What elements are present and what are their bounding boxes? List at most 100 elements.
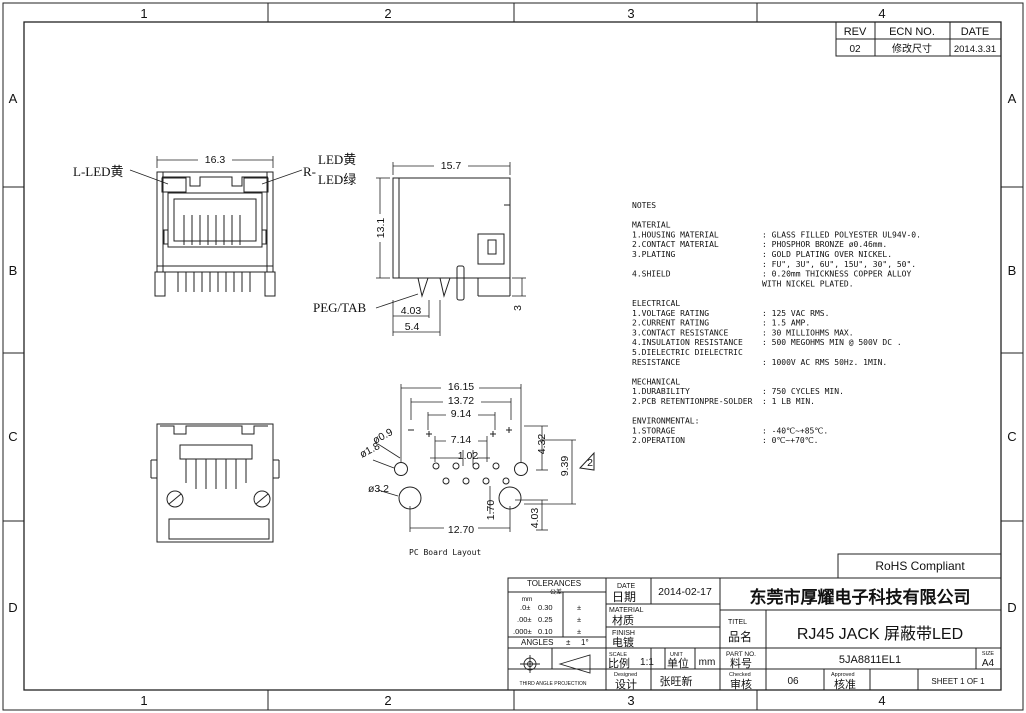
tolerance-row-1-sign: ± bbox=[577, 603, 581, 612]
notes-item-value: : 0℃~+70℃. bbox=[762, 436, 819, 445]
finish-label-en: FINISH bbox=[612, 630, 635, 637]
checked-label-cn: 审核 bbox=[730, 677, 752, 691]
approved-label-en: Approved bbox=[831, 672, 855, 678]
front-label-right-prefix: R- bbox=[303, 164, 316, 179]
front-label-left-led: L-LED黄 bbox=[73, 164, 124, 179]
notes-heading: NOTES bbox=[632, 201, 656, 210]
rev-value-rev: 02 bbox=[849, 44, 861, 55]
title-label-en: TITEL bbox=[728, 619, 747, 626]
notes-item-value: : PHOSPHOR BRONZE ø0.46mm. bbox=[762, 240, 887, 249]
notes-item-value: WITH NICKEL PLATED. bbox=[762, 279, 854, 288]
front-label-right-led-1: LED黄 bbox=[318, 152, 356, 167]
side-dim-tab: 3 bbox=[512, 305, 524, 311]
notes-item-value: : GLASS FILLED POLYESTER UL94V-0. bbox=[762, 230, 921, 239]
zone-row-b-right: B bbox=[1008, 263, 1017, 278]
notes-item-label: 2.CONTACT MATERIAL bbox=[632, 240, 719, 249]
tolerance-row-2-value: 0.25 bbox=[538, 615, 553, 624]
tolerance-angles-label: ANGLES bbox=[521, 638, 553, 647]
size-label: SIZE bbox=[982, 651, 995, 657]
designed-label-en: Designed bbox=[614, 672, 637, 678]
notes-item-value: : 750 CYCLES MIN. bbox=[762, 387, 844, 396]
rear-view bbox=[150, 423, 280, 543]
layout-flag-rev: 2 bbox=[587, 457, 593, 469]
zone-row-a-left: A bbox=[9, 91, 18, 106]
tolerances-title: TOLERANCES bbox=[527, 579, 581, 588]
notes-group-title: ENVIRONMENTAL: bbox=[632, 417, 699, 426]
tolerances-unit: mm bbox=[522, 596, 533, 603]
zone-row-a-right: A bbox=[1008, 91, 1017, 106]
notes-item-value: : 30 MILLIOHMS MAX. bbox=[762, 328, 854, 337]
tolerance-angles-value: 1° bbox=[581, 638, 589, 647]
finish-label-cn: 电镀 bbox=[612, 635, 634, 649]
rev-value-ecn: 修改尺寸 bbox=[892, 42, 932, 55]
title-label-cn: 品名 bbox=[728, 629, 752, 644]
notes-item-label: 1.HOUSING MATERIAL bbox=[632, 230, 719, 239]
zone-col-2-bottom: 2 bbox=[384, 693, 391, 708]
notes-item-label: 2.PCB RETENTIONPRE-SOLDER bbox=[632, 397, 753, 406]
notes-item-label: 2.OPERATION bbox=[632, 436, 685, 445]
zone-col-2-top: 2 bbox=[384, 6, 391, 21]
rev-header-rev: REV bbox=[844, 26, 867, 38]
date-label-cn: 日期 bbox=[612, 590, 636, 604]
zone-col-3-top: 3 bbox=[627, 6, 634, 21]
zone-col-1-bottom: 1 bbox=[140, 693, 147, 708]
tolerance-row-3-sign: ± bbox=[577, 627, 581, 636]
zone-col-3-bottom: 3 bbox=[627, 693, 634, 708]
notes-item-label: 3.CONTACT RESISTANCE bbox=[632, 328, 729, 337]
notes-item-label: 5.DIELECTRIC DIELECTRIC bbox=[632, 348, 743, 357]
zone-row-d-left: D bbox=[8, 600, 17, 615]
tolerance-row-3-precision: .000± bbox=[513, 627, 532, 636]
unit-label-cn: 单位 bbox=[667, 656, 689, 670]
rev-header-date: DATE bbox=[961, 26, 990, 38]
zone-labels: 1 2 3 4 1 2 3 4 A B C D A B C D bbox=[8, 6, 1016, 708]
notes-item-value: : 1000V AC RMS 50Hz. 1MIN. bbox=[762, 358, 887, 367]
zone-col-4-top: 4 bbox=[878, 6, 885, 21]
notes-item-value: : GOLD PLATING OVER NICKEL. bbox=[762, 250, 892, 259]
layout-dim-1270: 12.70 bbox=[448, 524, 474, 536]
checked-value: 06 bbox=[787, 676, 799, 687]
tolerance-row-1-value: 0.30 bbox=[538, 603, 553, 612]
layout-dim-1615: 16.15 bbox=[448, 381, 474, 393]
zone-row-c-left: C bbox=[8, 429, 17, 444]
side-dim-width: 15.7 bbox=[441, 160, 462, 172]
revision-table: REV ECN NO. DATE 02 修改尺寸 2014.3.31 bbox=[835, 21, 1002, 57]
layout-dim-102: 1.02 bbox=[458, 450, 479, 462]
date-value: 2014-02-17 bbox=[658, 586, 712, 598]
side-dim-peg-1: 4.03 bbox=[401, 305, 422, 317]
tolerance-row-1-precision: .0± bbox=[520, 603, 530, 612]
notes-item-label: 4.INSULATION RESISTANCE bbox=[632, 338, 743, 347]
sheet-value: SHEET 1 OF 1 bbox=[931, 677, 985, 686]
notes-item-value: : -40℃~+85℃. bbox=[762, 426, 828, 435]
material-label-cn: 材质 bbox=[612, 613, 634, 627]
zone-row-d-right: D bbox=[1007, 600, 1016, 615]
approved-label-cn: 核准 bbox=[834, 677, 856, 691]
designed-label-cn: 设计 bbox=[615, 678, 637, 691]
part-number-value: 5JA8811EL1 bbox=[839, 654, 901, 666]
front-label-right-led-2: LED绿 bbox=[318, 172, 356, 187]
notes-item-label: RESISTANCE bbox=[632, 358, 680, 367]
unit-value: mm bbox=[699, 657, 716, 668]
notes-item-value: : 1 LB MIN. bbox=[762, 397, 815, 406]
part-label-en: PART NO. bbox=[726, 651, 756, 658]
side-dim-height: 13.1 bbox=[375, 218, 387, 239]
notes-item-label: 1.DURABILITY bbox=[632, 387, 690, 396]
side-dim-peg-2: 5.4 bbox=[405, 321, 420, 333]
unit-label-en: UNIT bbox=[670, 652, 683, 658]
layout-title: PC Board Layout bbox=[409, 548, 481, 557]
zone-col-1-top: 1 bbox=[140, 6, 147, 21]
notes-group-title: MECHANICAL bbox=[632, 377, 680, 386]
rohs-label: RoHS Compliant bbox=[875, 559, 965, 573]
zone-row-c-right: C bbox=[1007, 429, 1016, 444]
layout-dim-914: 9.14 bbox=[451, 408, 472, 420]
notes-item-label: 4.SHIELD bbox=[632, 270, 671, 279]
tolerance-angles-sign: ± bbox=[566, 638, 571, 647]
layout-dim-432: 4.32 bbox=[536, 434, 548, 455]
layout-hole-32: ø3.2 bbox=[368, 483, 389, 495]
rev-value-date: 2014.3.31 bbox=[954, 44, 996, 55]
notes-item-value: : 0.20mm THICKNESS COPPER ALLOY bbox=[762, 270, 911, 279]
notes-item-value: : 1.5 AMP. bbox=[762, 319, 810, 328]
notes-item-label: 3.PLATING bbox=[632, 250, 676, 259]
material-label-en: MATERIAL bbox=[609, 607, 644, 614]
